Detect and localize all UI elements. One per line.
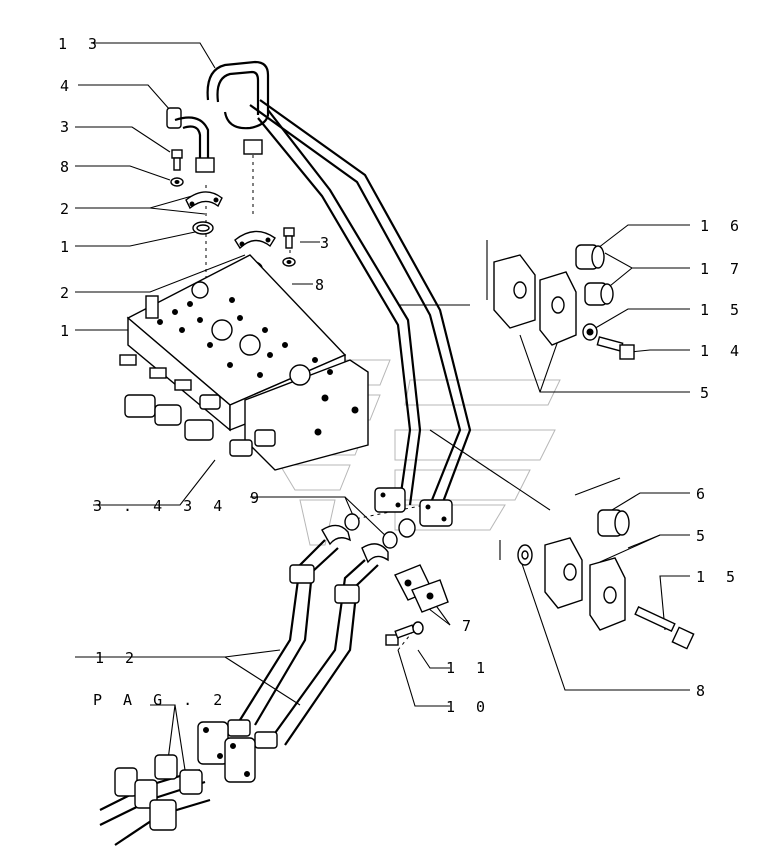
section-marks xyxy=(400,240,621,560)
callout-5-lower: 5 xyxy=(696,527,711,545)
callout-8-right: 8 xyxy=(315,276,330,294)
callout-15: 1 5 xyxy=(700,301,745,319)
split-flange-7 xyxy=(385,564,449,646)
callout-3-434: 3 . 4 3 4 xyxy=(93,497,228,515)
callout-5: 5 xyxy=(700,384,715,402)
callout-pag-2: P A G . 2 xyxy=(93,691,228,709)
pipe-fitting-4 xyxy=(166,107,263,173)
callout-15-lower: 1 5 xyxy=(696,568,741,586)
leader-lines xyxy=(75,42,690,771)
right-lower-clamp-set xyxy=(517,509,695,650)
pipe-flanges xyxy=(344,487,453,549)
right-upper-clamp-set xyxy=(493,244,635,360)
continuation-pipes xyxy=(99,754,211,846)
callout-labels: 1 3 4 3 8 2 1 3 8 2 1 1 6 1 7 1 5 1 4 5 … xyxy=(58,35,745,716)
hose-12 xyxy=(197,524,389,783)
callout-12: 1 2 xyxy=(95,649,140,667)
callout-8-lower: 8 xyxy=(696,682,711,700)
callout-16: 1 6 xyxy=(700,217,745,235)
callout-11: 1 1 xyxy=(446,659,491,677)
callout-6: 6 xyxy=(696,485,711,503)
callout-3-right: 3 xyxy=(320,234,335,252)
callout-13: 1 3 xyxy=(58,35,103,53)
callout-9: 9 xyxy=(250,489,265,507)
callout-4: 4 xyxy=(60,77,75,95)
callout-1-lower: 1 xyxy=(60,322,75,340)
callout-1: 1 xyxy=(60,238,75,256)
callout-8: 8 xyxy=(60,158,75,176)
callout-14: 1 4 xyxy=(700,342,745,360)
steel-pipe-13 xyxy=(206,60,472,511)
callout-7: 7 xyxy=(462,617,477,635)
callout-10: 1 0 xyxy=(446,698,491,716)
callout-3: 3 xyxy=(60,118,75,136)
callout-2: 2 xyxy=(60,200,75,218)
callout-2-lower: 2 xyxy=(60,284,75,302)
callout-17: 1 7 xyxy=(700,260,745,278)
control-valve-block xyxy=(119,254,369,471)
